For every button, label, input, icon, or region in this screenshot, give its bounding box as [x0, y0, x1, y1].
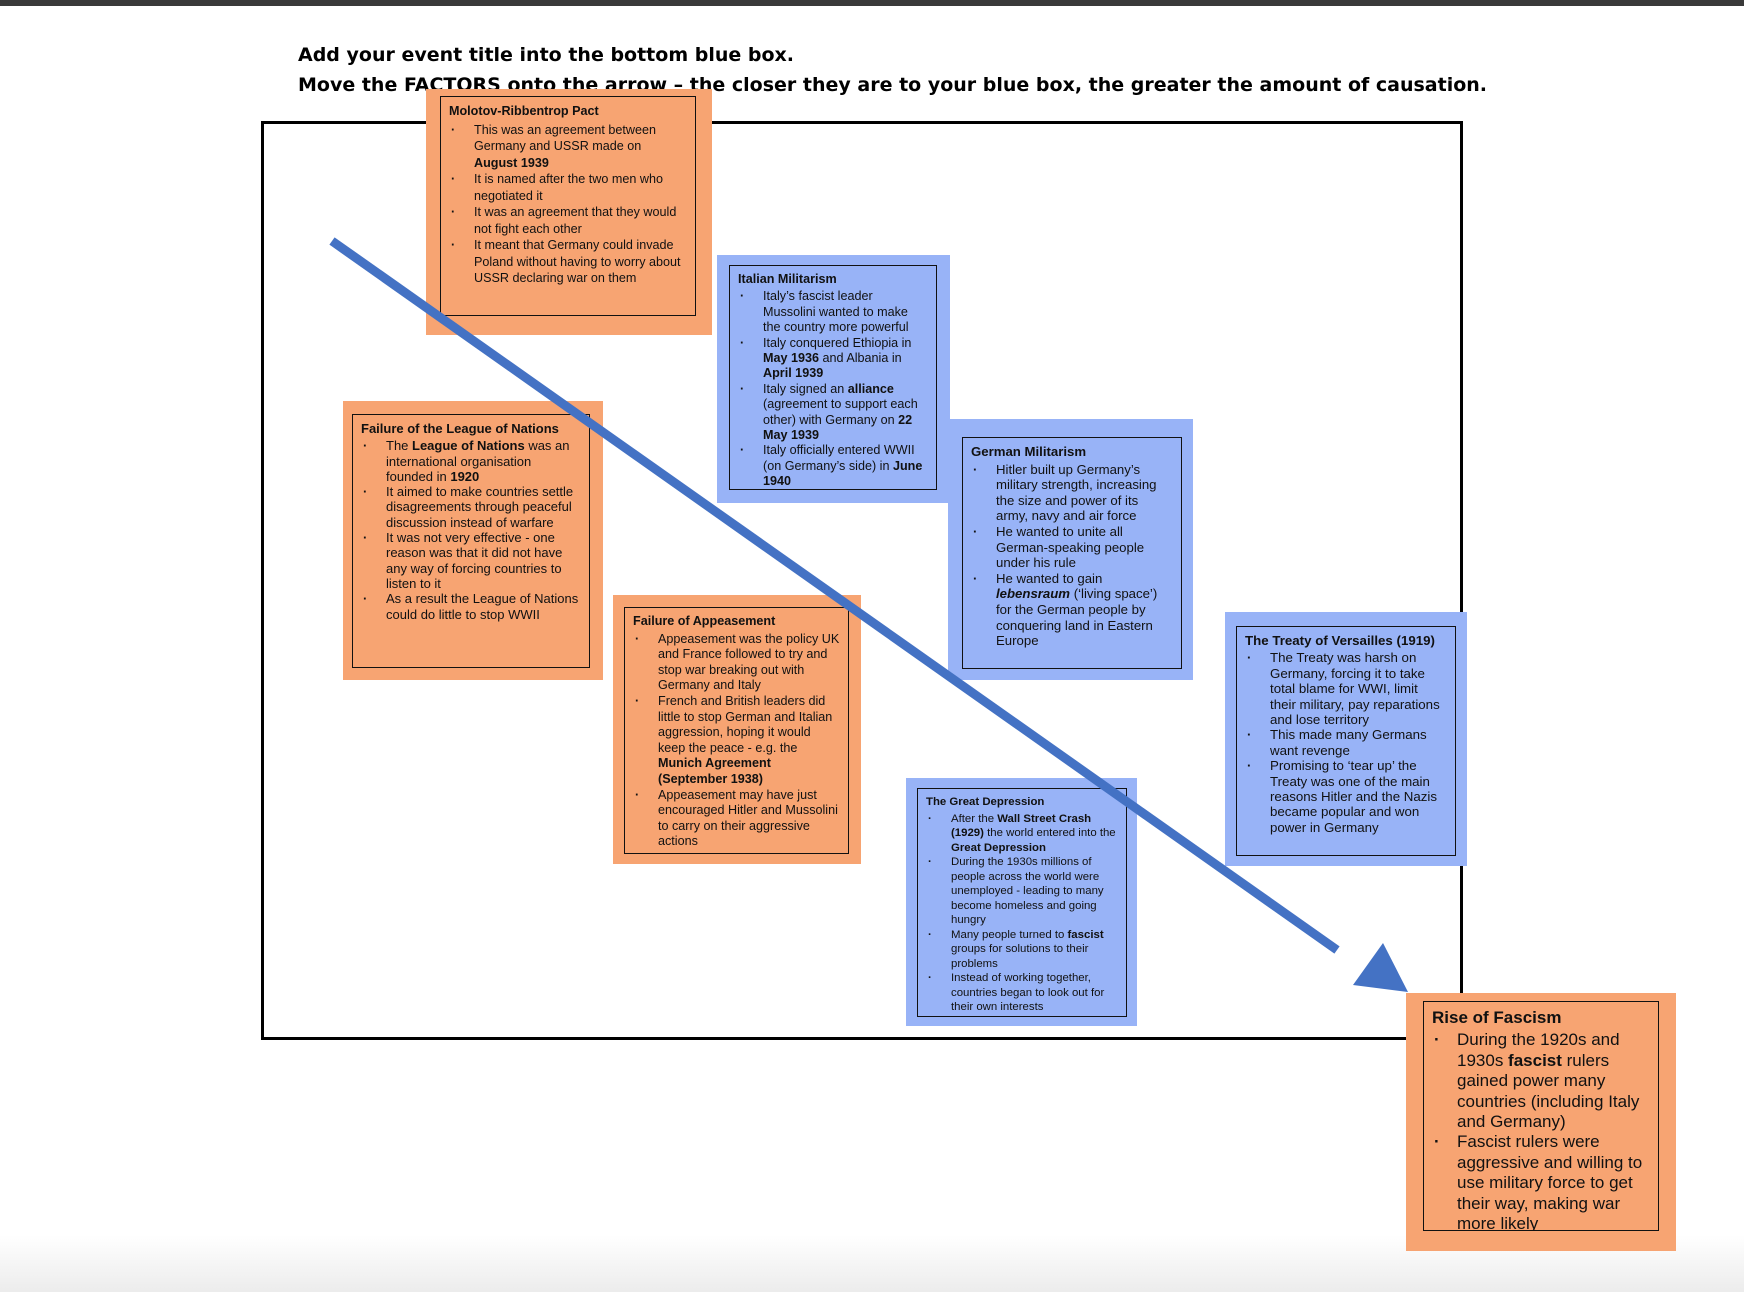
factor-card-german-militarism[interactable]: German Militarism Hitler built up German…: [948, 419, 1193, 680]
card-bullet: Italy’s fascist leader Mussolini wanted …: [738, 289, 928, 335]
card-bullet: Italy officially entered WWII (on German…: [738, 443, 928, 489]
factor-card-great-depression[interactable]: The Great Depression After the Wall Stre…: [906, 778, 1137, 1026]
card-bullet: It was an agreement that they would not …: [449, 204, 687, 237]
card-title: Rise of Fascism: [1432, 1008, 1562, 1027]
card-title: The Treaty of Versailles (1919): [1245, 633, 1435, 648]
card-title: The Great Depression: [926, 796, 1045, 808]
card-bullet: The Treaty was harsh on Germany, forcing…: [1245, 650, 1447, 727]
card-title: Failure of the League of Nations: [361, 421, 559, 436]
card-bullet: This was an agreement between Germany an…: [449, 122, 687, 172]
factor-card-league-of-nations[interactable]: Failure of the League of Nations The Lea…: [343, 401, 603, 680]
card-bullet: The League of Nations was an internation…: [361, 438, 581, 484]
card-bullet: During the 1920s and 1930s fascist ruler…: [1432, 1030, 1650, 1132]
card-bullet: It meant that Germany could invade Polan…: [449, 237, 687, 287]
card-bullet: This made many Germans want revenge: [1245, 727, 1447, 758]
card-title: Italian Militarism: [738, 272, 837, 286]
card-bullet: After the Wall Street Crash (1929) the w…: [926, 812, 1118, 856]
card-bullet: Promising to ‘tear up’ the Treaty was on…: [1245, 758, 1447, 835]
card-bullet: Fascist rulers were aggressive and willi…: [1432, 1132, 1650, 1230]
factor-card-failure-of-appeasement[interactable]: Failure of Appeasement Appeasement was t…: [613, 595, 861, 864]
card-bullet: It was not very effective - one reason w…: [361, 530, 581, 591]
card-title: German Militarism: [971, 444, 1087, 459]
instruction-line-1: Add your event title into the bottom blu…: [298, 44, 794, 66]
diagram-frame: [261, 121, 1463, 1040]
card-bullet: Italy conquered Ethiopia in May 1936 and…: [738, 336, 928, 382]
factor-card-italian-militarism[interactable]: Italian Militarism Italy’s fascist leade…: [717, 255, 950, 503]
card-bullet: Italy signed an alliance (agreement to s…: [738, 382, 928, 444]
card-bullet: It aimed to make countries settle disagr…: [361, 484, 581, 530]
card-title: Failure of Appeasement: [633, 614, 776, 628]
card-bullet: As a result the League of Nations could …: [361, 591, 581, 622]
card-bullet: Appeasement may have just encouraged Hit…: [633, 788, 840, 850]
card-bullet: French and British leaders did little to…: [633, 694, 840, 788]
card-bullet: It is named after the two men who negoti…: [449, 171, 687, 204]
card-bullet: Hitler built up Germany’s military stren…: [971, 462, 1173, 524]
card-title: Molotov-Ribbentrop Pact: [449, 104, 599, 118]
card-bullet: Instead of working together, countries b…: [926, 971, 1118, 1015]
card-bullet: During the 1930s millions of people acro…: [926, 855, 1118, 928]
event-card-rise-of-fascism[interactable]: Rise of Fascism During the 1920s and 193…: [1406, 993, 1676, 1251]
card-bullet: Appeasement was the policy UK and France…: [633, 632, 840, 694]
window-top-bar: [0, 0, 1744, 6]
card-bullet: He wanted to gain lebensraum (‘living sp…: [971, 571, 1173, 649]
card-bullet: He wanted to unite all German-speaking p…: [971, 524, 1173, 571]
factor-card-treaty-of-versailles[interactable]: The Treaty of Versailles (1919) The Trea…: [1225, 612, 1467, 866]
factor-card-molotov-ribbentrop-pact[interactable]: Molotov-Ribbentrop Pact This was an agre…: [426, 89, 712, 335]
card-bullet: Many people turned to fascist groups for…: [926, 928, 1118, 972]
